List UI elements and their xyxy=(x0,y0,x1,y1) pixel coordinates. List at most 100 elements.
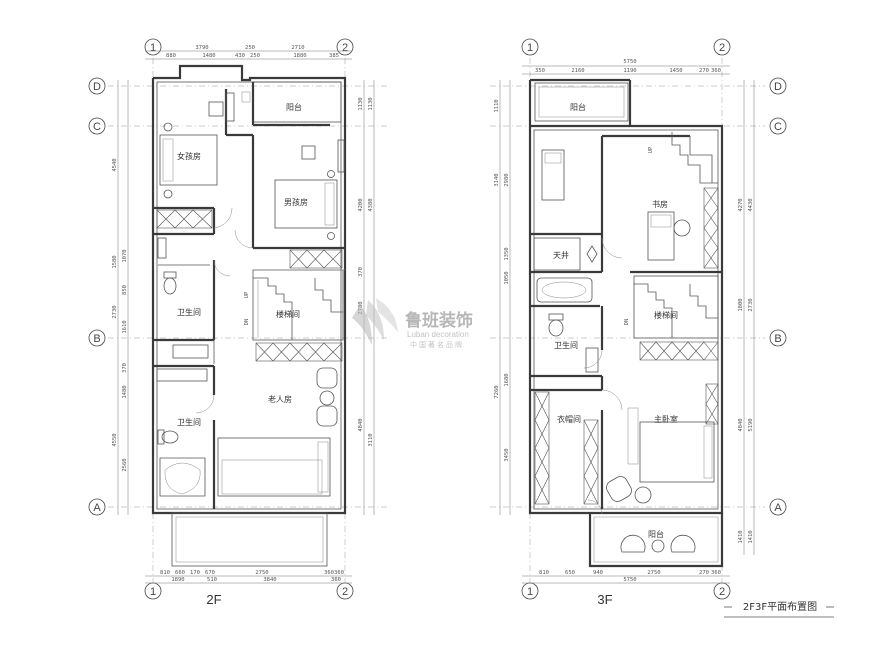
svg-text:1610: 1610 xyxy=(122,320,128,333)
svg-text:510: 510 xyxy=(207,577,217,583)
svg-text:1680: 1680 xyxy=(504,373,510,386)
svg-text:2980: 2980 xyxy=(504,173,510,186)
grid-bubble-2f-top-2: 2 xyxy=(336,38,354,56)
svg-text:3840: 3840 xyxy=(263,577,276,583)
svg-text:4380: 4380 xyxy=(368,198,374,211)
dimensions-2f: 3790 250 2710 880 1480 430 250 1880 385 … xyxy=(112,45,375,584)
svg-text:4540: 4540 xyxy=(112,158,118,171)
desk-study xyxy=(647,211,691,261)
svg-text:A: A xyxy=(93,502,101,514)
svg-text:A: A xyxy=(774,502,782,514)
svg-text:3450: 3450 xyxy=(504,448,510,461)
grid-bubble-3f-top-2: 2 xyxy=(713,38,731,56)
svg-text:2750: 2750 xyxy=(647,570,660,576)
armchairs-master xyxy=(606,476,652,504)
svg-text:250: 250 xyxy=(245,45,255,51)
svg-text:3790: 3790 xyxy=(195,45,208,51)
svg-text:2160: 2160 xyxy=(571,68,584,74)
svg-text:Luban decoration: Luban decoration xyxy=(407,330,469,339)
svg-text:1480: 1480 xyxy=(122,385,128,398)
skywell xyxy=(533,237,581,271)
wardrobe-closet-right xyxy=(583,419,599,505)
svg-text:1580: 1580 xyxy=(112,255,118,268)
bed-elder-room xyxy=(217,437,331,497)
svg-text:1: 1 xyxy=(150,42,156,54)
room-label-closet: 衣帽间 xyxy=(557,414,581,424)
svg-text:D: D xyxy=(774,81,782,93)
room-label-balcony-2f: 阳台 xyxy=(286,102,302,112)
drawing-title: 2F3F平面布置图 xyxy=(724,601,834,618)
svg-text:4200: 4200 xyxy=(358,198,364,211)
room-label-skywell: 天井 xyxy=(553,250,569,260)
grid-bubble-3f-A: A xyxy=(769,498,787,516)
toilet-3f xyxy=(548,313,564,337)
svg-text:650: 650 xyxy=(565,570,575,576)
stair-dn-label-2f: DN xyxy=(244,319,250,326)
svg-text:4270: 4270 xyxy=(738,198,744,211)
armchairs-elder-room xyxy=(316,367,338,427)
svg-text:270: 270 xyxy=(699,68,709,74)
grid-bubble-3f-bot-2: 2 xyxy=(713,582,731,600)
svg-text:1130: 1130 xyxy=(368,97,374,110)
svg-text:1050: 1050 xyxy=(504,271,510,284)
svg-text:1070: 1070 xyxy=(122,249,128,262)
svg-text:370: 370 xyxy=(358,267,364,277)
grid-bubble-2f-B: B xyxy=(88,329,106,347)
svg-text:1: 1 xyxy=(150,586,156,598)
svg-text:4550: 4550 xyxy=(112,433,118,446)
svg-text:250: 250 xyxy=(250,53,260,59)
room-label-boy-room: 男孩房 xyxy=(284,197,308,207)
wardrobe-closet-left xyxy=(534,391,550,505)
cabinet-girl-room xyxy=(225,92,235,122)
svg-text:360: 360 xyxy=(334,570,344,576)
vanity-2f-1 xyxy=(172,344,209,359)
svg-text:4840: 4840 xyxy=(358,418,364,431)
svg-text:370: 370 xyxy=(122,363,128,373)
svg-text:670: 670 xyxy=(205,570,215,576)
wardrobe-girl-room xyxy=(156,209,213,229)
toilet-2f-2 xyxy=(157,429,179,445)
bookshelf-master xyxy=(705,383,719,425)
grid-bubble-3f-bot-1: 1 xyxy=(521,582,539,600)
svg-text:5750: 5750 xyxy=(623,59,636,65)
room-label-elder-room: 老人房 xyxy=(268,394,292,404)
grid-bubble-2f-bot-2: 2 xyxy=(336,582,354,600)
room-label-balcony-3f-north: 阳台 xyxy=(570,102,586,112)
svg-text:1130: 1130 xyxy=(358,97,364,110)
room-label-study: 书房 xyxy=(652,199,668,209)
svg-text:1450: 1450 xyxy=(669,68,682,74)
svg-text:360: 360 xyxy=(711,570,721,576)
svg-text:360: 360 xyxy=(331,577,341,583)
room-label-girl-room: 女孩房 xyxy=(177,151,201,161)
wardrobe-hall-2f xyxy=(289,249,343,269)
svg-text:2: 2 xyxy=(719,586,725,598)
bookshelf-study xyxy=(703,187,719,269)
grid-bubble-3f-top-1: 1 xyxy=(521,38,539,56)
balcony-chairs-3f xyxy=(620,534,696,553)
dimensions-3f: 5750 350 2160 1190 1450 270 360 810 650 … xyxy=(494,59,755,584)
desk-boy-room xyxy=(301,145,316,160)
svg-text:810: 810 xyxy=(160,570,170,576)
svg-text:1350: 1350 xyxy=(504,247,510,260)
floor-label-3f: 3F xyxy=(597,592,612,607)
stair-up-label-3f: UP xyxy=(648,146,654,153)
svg-text:2560: 2560 xyxy=(122,458,128,471)
svg-text:中国著名品牌: 中国著名品牌 xyxy=(410,340,464,349)
wardrobe-hall-3f xyxy=(639,341,719,361)
stair-3f xyxy=(630,270,722,339)
watermark-logo: 鲁班装饰 Luban decoration 中国著名品牌 xyxy=(352,298,473,349)
grid-bubble-3f-B: B xyxy=(769,329,787,347)
svg-text:2F3F平面布置图: 2F3F平面布置图 xyxy=(743,601,817,613)
lounge-chair-3f xyxy=(541,149,565,201)
svg-text:1410: 1410 xyxy=(748,530,754,543)
svg-text:2730: 2730 xyxy=(112,305,118,318)
svg-text:170: 170 xyxy=(190,570,200,576)
svg-text:2730: 2730 xyxy=(748,298,754,311)
svg-text:D: D xyxy=(93,81,101,93)
wardrobe-elder-room xyxy=(255,342,343,362)
svg-text:2750: 2750 xyxy=(255,570,268,576)
svg-text:270: 270 xyxy=(699,570,709,576)
plan-2f: 阳台 女孩房 男孩房 楼梯间 卫生间 老人房 卫生间 UP DN xyxy=(151,64,347,567)
svg-text:2: 2 xyxy=(342,586,348,598)
